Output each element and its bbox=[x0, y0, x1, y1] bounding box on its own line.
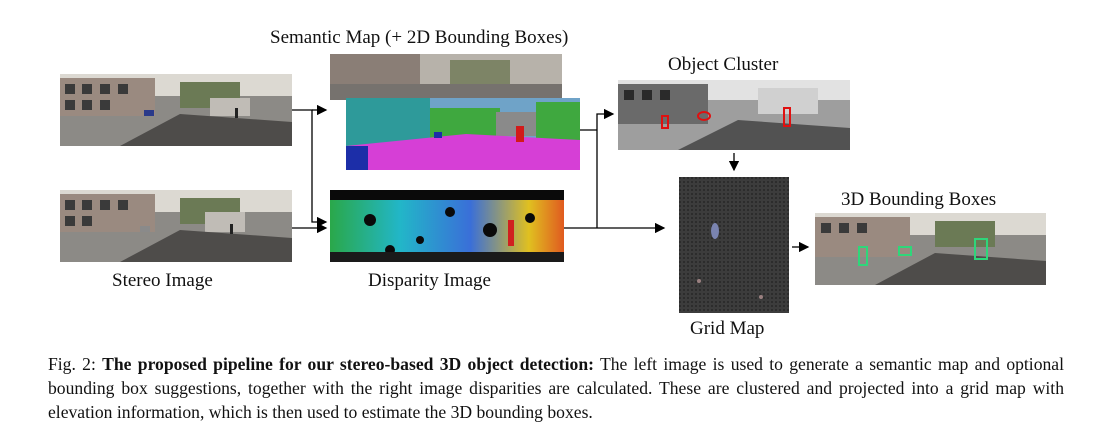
semantic-back-image bbox=[330, 54, 562, 100]
label-semantic-map: Semantic Map (+ 2D Bounding Boxes) bbox=[270, 27, 569, 48]
semantic-map-image bbox=[346, 98, 580, 170]
arrow-to-object-cluster bbox=[596, 108, 615, 228]
label-stereo-image: Stereo Image bbox=[112, 270, 213, 291]
arrow-left-to-disparity bbox=[292, 109, 328, 228]
disparity-image bbox=[330, 190, 564, 262]
figure-caption: Fig. 2: The proposed pipeline for our st… bbox=[48, 352, 1064, 424]
left-stereo-image bbox=[60, 74, 292, 146]
pipeline-figure: Semantic Map (+ 2D Bounding Boxes) Objec… bbox=[60, 27, 1046, 339]
object-cluster-image bbox=[618, 80, 850, 150]
label-3d-bounding-boxes: 3D Bounding Boxes bbox=[841, 189, 997, 210]
label-grid-map: Grid Map bbox=[690, 318, 765, 339]
pipeline-arrows bbox=[292, 104, 810, 253]
label-disparity-image: Disparity Image bbox=[368, 270, 491, 291]
label-object-cluster: Object Cluster bbox=[668, 54, 779, 75]
right-stereo-image bbox=[60, 190, 292, 262]
caption-bold: The proposed pipeline for our stereo-bas… bbox=[102, 354, 594, 374]
3d-bounding-boxes-image bbox=[815, 213, 1046, 285]
caption-prefix: Fig. 2: bbox=[48, 354, 103, 374]
caption-text: The left image is used to generate a sem… bbox=[48, 354, 1064, 422]
grid-map-image bbox=[679, 177, 789, 313]
